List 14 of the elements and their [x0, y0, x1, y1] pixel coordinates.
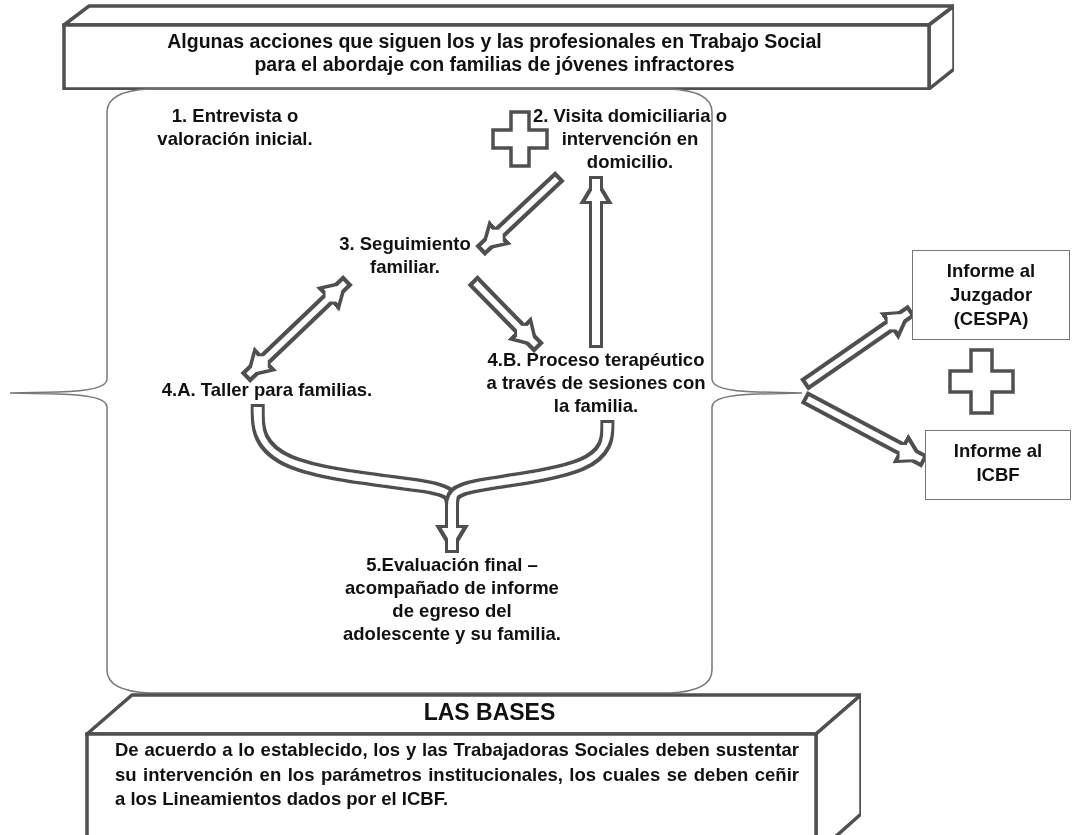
step-label: 1. Entrevista o valoración inicial.: [156, 104, 314, 151]
block-arrow: [579, 176, 613, 348]
title-text: Algunas acciones que siguen los y las profesionales en Trabajo Social para el abordaje con familias de jóvenes infractores: [166, 30, 823, 77]
step-label: 5.Evaluación final – acompañado de informe de egreso del adolescente y su familia.: [342, 553, 562, 646]
step-label: 4.A. Taller para familias.: [160, 378, 374, 402]
step-label: 4.B. Proceso terapéutico a través de sesiones con la familia.: [485, 348, 707, 418]
heading: LAS BASES: [422, 699, 557, 727]
box-text: Informe al Juzgador (CESPA): [945, 259, 1037, 332]
step-label: 3. Seguimiento familiar.: [338, 232, 472, 279]
block-arrow: [240, 274, 353, 384]
step-label: 2. Visita domiciliaria o intervención en domicilio.: [532, 104, 728, 174]
box-text: Informe al ICBF: [952, 439, 1044, 488]
body-text: De acuerdo a lo establecido, los y las Trabajadoras Sociales deben sustentar su intervención en los parámetros institucionales, los cuales se deben ceñir a los Lineamientos dados por el ICBF.: [115, 738, 799, 811]
block-arrow: [467, 275, 544, 353]
